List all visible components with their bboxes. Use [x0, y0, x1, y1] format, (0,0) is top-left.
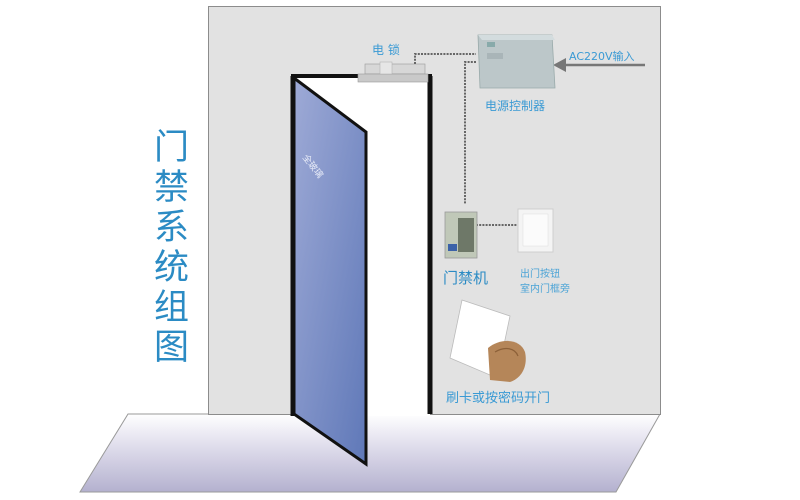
power-controller-device: [477, 34, 556, 89]
exit-button-label-line1: 出门按钮: [520, 269, 560, 280]
ac-input-arrow: [553, 58, 645, 72]
wall: [208, 6, 661, 415]
card-action-label: 刷卡或按密码开门: [446, 391, 551, 406]
electric-lock-device: [357, 61, 429, 83]
power-controller-label: 电源控制器: [485, 99, 546, 113]
ac-input-label: AC220V输入: [569, 50, 635, 63]
exit-button-label-line2: 室内门框旁: [520, 284, 570, 295]
door-leaf: 全玻璃: [292, 75, 368, 467]
electric-lock-label: 电 锁: [372, 43, 400, 57]
card-in-hand-image: [449, 299, 526, 382]
diagram-title: 门禁系统组图: [148, 128, 188, 368]
wiring: [414, 53, 517, 226]
access-controller-label: 门禁机: [443, 269, 489, 287]
access-controller-device: [444, 211, 478, 259]
exit-button-device: [517, 208, 554, 253]
